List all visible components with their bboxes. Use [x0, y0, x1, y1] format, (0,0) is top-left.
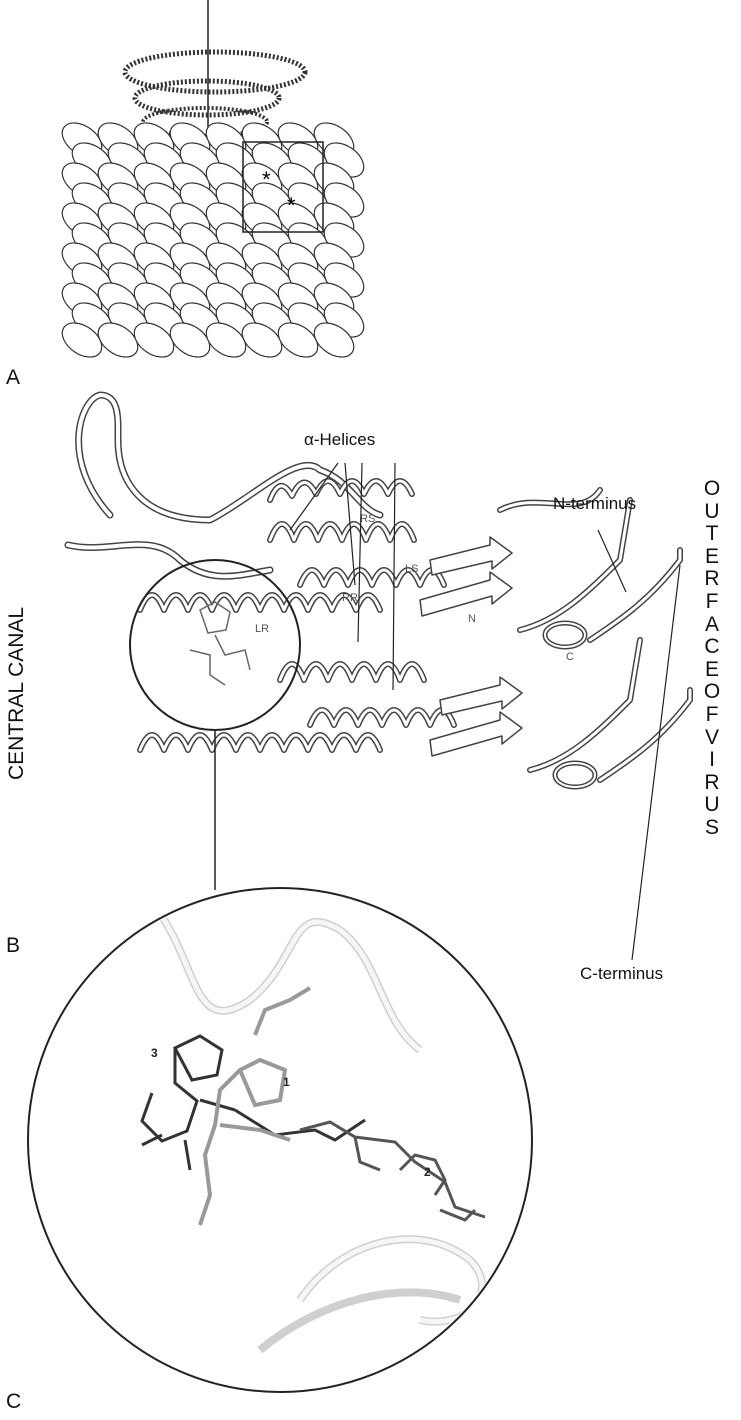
ring-number-2: 2: [424, 1165, 431, 1179]
ring-number-1: 1: [283, 1075, 290, 1089]
panel-letter-c: C: [6, 1390, 21, 1414]
ring-number-3: 3: [151, 1046, 158, 1060]
